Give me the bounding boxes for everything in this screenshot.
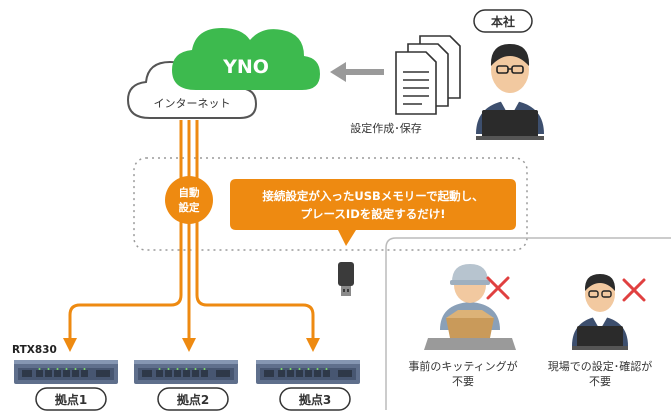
docs-caption: 設定作成･保存 — [350, 121, 422, 135]
site-badge-1: 拠点1 — [35, 387, 107, 411]
usb-memory-icon — [338, 262, 354, 296]
benefit-1-line-2: 不要 — [452, 375, 474, 388]
document-stack-icon — [395, 35, 461, 115]
connector-site-1 — [68, 120, 183, 340]
arrowhead-site-3 — [306, 338, 320, 352]
upload-arrow — [330, 62, 384, 82]
worker-with-box-icon — [424, 264, 516, 350]
callout-line-1: 接続設定が入ったUSBメモリーで起動し、 — [262, 189, 483, 203]
benefit-1-line-1: 事前のキッティングが — [408, 359, 517, 373]
benefit-2-line-1: 現場での設定･確認が — [548, 359, 653, 373]
person-with-laptop-icon — [572, 274, 628, 350]
internet-label: インターネット — [154, 97, 231, 110]
orange-connectors — [68, 120, 315, 340]
auto-setting-badge — [165, 176, 213, 224]
site-badge-2: 拠点2 — [157, 387, 229, 411]
hq-badge-label: 本社 — [491, 14, 515, 29]
person-with-laptop-icon — [476, 44, 544, 140]
auto-line-1: 自動 — [179, 186, 200, 199]
router-icon — [14, 360, 118, 384]
site-label-3: 拠点3 — [299, 392, 331, 407]
callout-bubble — [230, 179, 516, 246]
router-icon — [134, 360, 238, 384]
router-row — [14, 360, 360, 384]
connector-arrowheads — [63, 338, 320, 352]
benefit-panel-frame — [385, 237, 671, 410]
auto-line-2: 設定 — [179, 201, 200, 214]
router-icon — [256, 360, 360, 384]
callout-line-2: プレースIDを設定するだけ! — [301, 207, 446, 221]
site-badge-3: 拠点3 — [279, 387, 351, 411]
yno-label: YNO — [222, 56, 269, 78]
hq-badge — [473, 9, 533, 33]
arrowhead-site-2 — [182, 338, 196, 352]
benefit-2-line-2: 不要 — [589, 375, 611, 388]
arrowhead-site-1 — [63, 338, 77, 352]
connector-site-3 — [195, 120, 315, 340]
red-x-icon — [486, 276, 510, 300]
site-label-2: 拠点2 — [177, 392, 209, 407]
device-model-label: RTX830 — [12, 344, 57, 356]
dotted-region-frame — [133, 157, 528, 251]
red-x-icon — [622, 278, 646, 302]
site-label-1: 拠点1 — [55, 392, 87, 407]
yno-cloud — [172, 28, 320, 90]
